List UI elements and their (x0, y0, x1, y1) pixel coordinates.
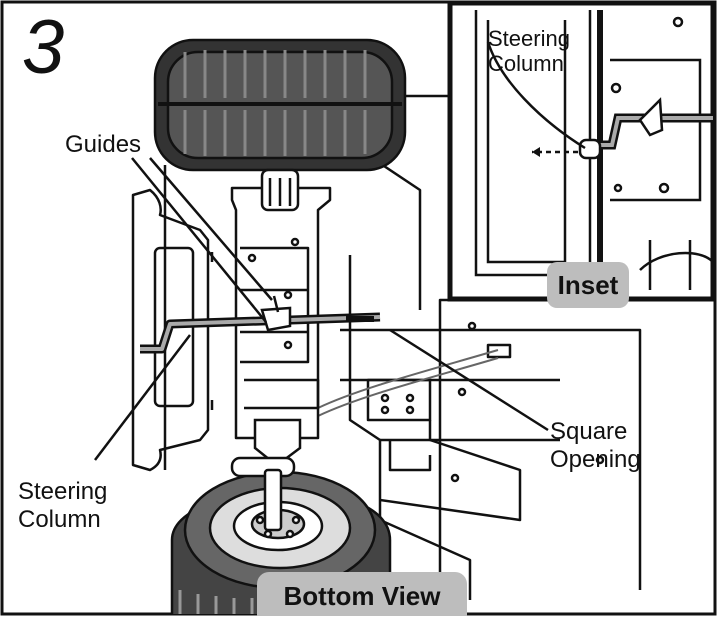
steering-column-label: Steering Column (18, 478, 107, 534)
inset-steering-column-label-line2: Column (488, 51, 564, 76)
inset-steering-column-leader (486, 41, 586, 150)
steering-column-label-line1: Steering (18, 478, 108, 505)
square-opening-label: Square Opening (550, 418, 641, 474)
square-opening-leader (389, 328, 549, 432)
center-bracket (230, 186, 332, 440)
square-opening-label-line2: Opening (550, 446, 641, 473)
guides-leader-2 (149, 157, 273, 301)
steering-column-label-line2: Column (18, 506, 101, 533)
guides-label-text: Guides (65, 131, 142, 158)
steering-column-leader (94, 334, 191, 461)
guides-label: Guides (65, 131, 141, 159)
inset-tag: Inset (547, 262, 629, 308)
leader-lines (94, 41, 586, 461)
inset-steering-column-label: Steering Column (488, 26, 570, 76)
inset-panel (447, 0, 716, 302)
inset-steering-column-label-line1: Steering (488, 26, 570, 51)
bottom-view-tag: Bottom View (257, 572, 467, 616)
square-opening-label-line1: Square (550, 418, 628, 445)
guides-leader-1 (131, 157, 267, 323)
guides-clips (260, 295, 292, 332)
step-number: 3 (22, 5, 65, 90)
top-wheel (153, 38, 407, 212)
bottom-wheel (170, 418, 392, 614)
